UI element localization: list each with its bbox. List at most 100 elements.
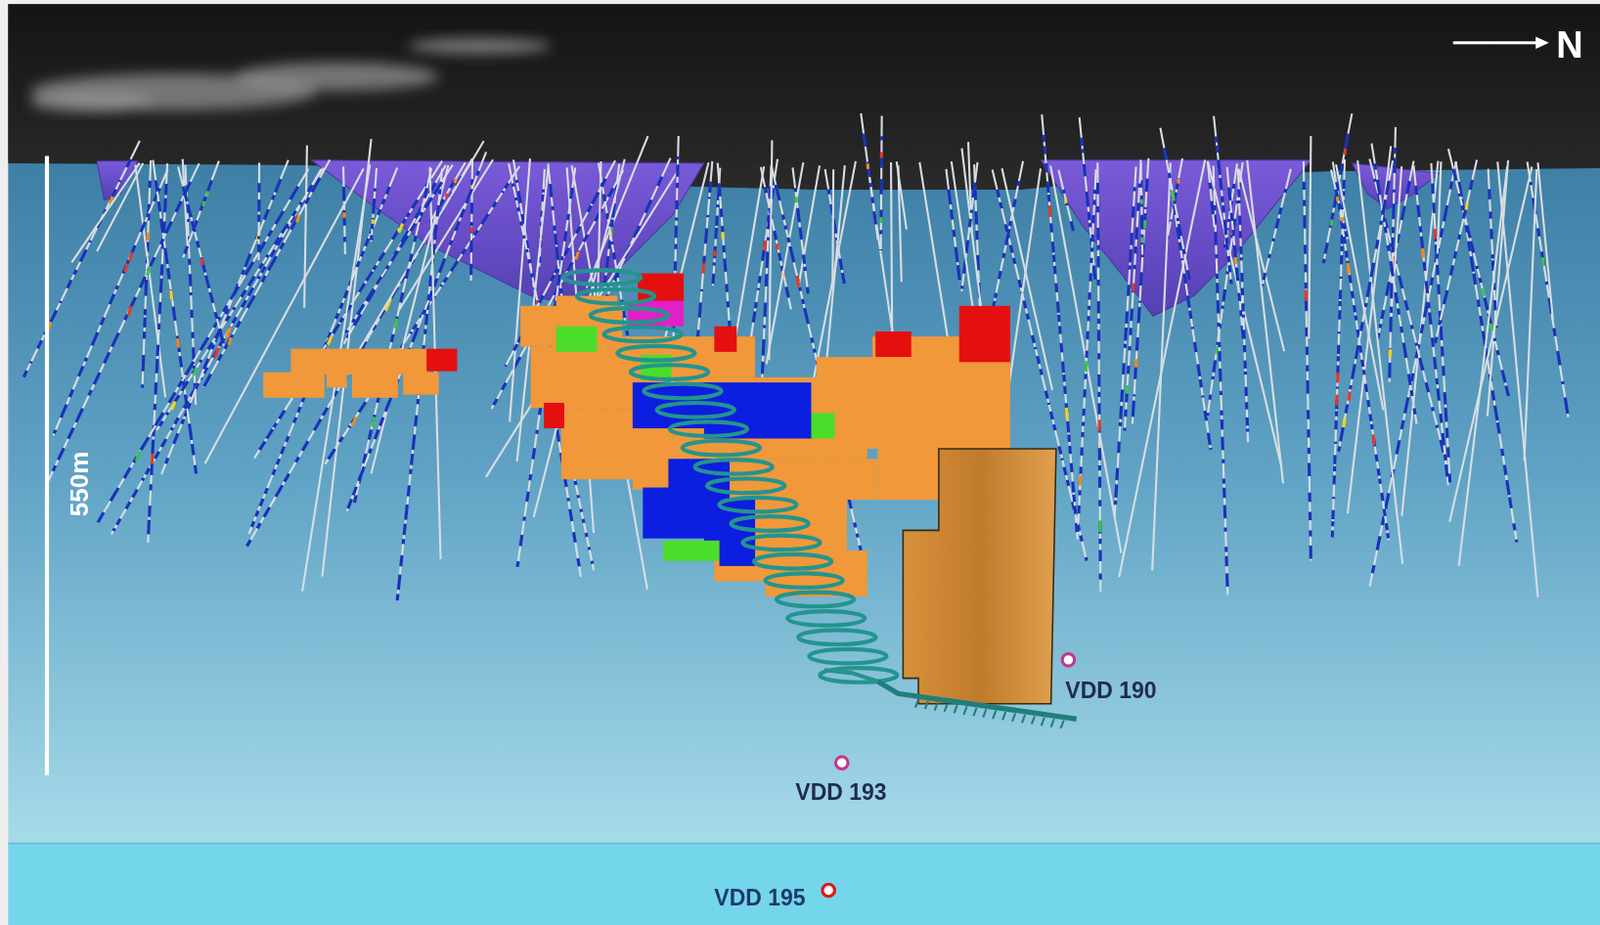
decline-loop (577, 289, 655, 305)
drill-hole (177, 166, 224, 346)
decline-loop (682, 441, 760, 456)
decline-loop (798, 629, 876, 645)
drill-hole (881, 115, 883, 250)
assay-interval (1209, 182, 1215, 227)
ore-block (326, 372, 348, 389)
assay-interval (214, 347, 219, 358)
assay-interval (1347, 263, 1349, 274)
assay-interval (1374, 178, 1448, 470)
drill-hole (1097, 162, 1101, 592)
drill-hole (1058, 170, 1073, 231)
assay-interval (720, 231, 724, 239)
surface-terrain (7, 3, 1600, 190)
drill-hole (1333, 162, 1389, 541)
drill-hole (1370, 161, 1457, 587)
drill-hole (371, 168, 377, 242)
assay-interval (1348, 392, 1350, 401)
assay-interval (1097, 182, 1101, 592)
decline-loop (819, 667, 897, 683)
assay-interval (1434, 179, 1472, 344)
drill-hole (1207, 162, 1244, 418)
drill-hole-label: VDD 190 (1065, 679, 1156, 703)
assay-interval (397, 188, 441, 601)
assay-interval (1330, 220, 1334, 226)
development-drive (824, 669, 878, 681)
drill-hole (96, 163, 143, 252)
assay-interval (879, 135, 884, 251)
drill-hole-label: VDD 193 (795, 781, 887, 804)
drill-hole (768, 139, 772, 360)
drive-stub (982, 709, 986, 717)
assay-interval (1171, 189, 1211, 450)
assay-interval (52, 187, 160, 436)
assay-interval (169, 290, 174, 301)
band-edge (7, 843, 1600, 845)
ore-block (290, 349, 429, 375)
assay-interval (296, 215, 300, 223)
assay-interval (1453, 169, 1510, 398)
drill-hole (343, 166, 346, 255)
assay-interval (343, 186, 345, 255)
assay-interval (1541, 257, 1546, 266)
assay-interval (1335, 196, 1339, 202)
decline-loop (718, 497, 797, 513)
assay-interval (161, 178, 281, 475)
ore-block (352, 372, 399, 399)
drill-hole (1527, 162, 1569, 418)
assay-interval (342, 212, 346, 218)
assay-interval (1342, 148, 1347, 155)
development-drive (877, 681, 1076, 720)
assay-interval (712, 187, 719, 286)
drill-hole (1524, 169, 1538, 461)
assay-interval (130, 252, 133, 262)
drill-hole (161, 160, 289, 475)
assay-interval (712, 250, 716, 257)
ore-block-mid (556, 326, 598, 353)
drill-hole (1323, 113, 1352, 264)
assay-interval (347, 171, 480, 512)
assay-interval (775, 243, 780, 250)
drive-stub (992, 711, 996, 719)
decline-loop (694, 459, 772, 475)
assay-interval (1163, 147, 1190, 280)
assay-interval (201, 201, 206, 207)
decline-loop (617, 346, 695, 361)
assay-interval (1388, 349, 1392, 357)
assay-interval (346, 181, 443, 333)
decline-loop (787, 611, 865, 626)
drill-hole (1246, 160, 1284, 484)
ore-block (402, 372, 440, 396)
block-model (263, 273, 1057, 705)
drill-hole (397, 169, 443, 601)
assay-interval (1098, 419, 1102, 432)
assay-interval (576, 251, 579, 260)
ore-block-mid (663, 540, 719, 562)
drill-hole (354, 168, 432, 503)
assay-interval (1416, 185, 1449, 487)
drill-hole (1152, 163, 1171, 572)
ore-block-high (543, 402, 565, 429)
drive-stub (954, 705, 958, 713)
drill-hole (23, 140, 140, 378)
assay-interval (1170, 190, 1175, 197)
assay-interval (879, 217, 883, 223)
assay-interval (111, 186, 312, 534)
drill-hole (1437, 161, 1442, 254)
assay-interval (1140, 237, 1144, 243)
assay-interval (1421, 248, 1425, 259)
assay-interval (155, 179, 196, 474)
drive-stub (973, 708, 977, 716)
assay-interval (1114, 186, 1136, 517)
assay-interval (1063, 189, 1073, 231)
drive-stub (1002, 711, 1006, 720)
drill-hole (945, 169, 960, 281)
assay-interval (193, 367, 197, 376)
drill-hole (1338, 160, 1393, 452)
drill-hole (586, 135, 649, 288)
assay-interval (327, 336, 332, 346)
assay-interval (1343, 418, 1345, 428)
assay-interval (395, 318, 398, 329)
assay-interval (182, 186, 224, 347)
decline-loop (657, 402, 735, 418)
assay-interval (1432, 183, 1451, 484)
